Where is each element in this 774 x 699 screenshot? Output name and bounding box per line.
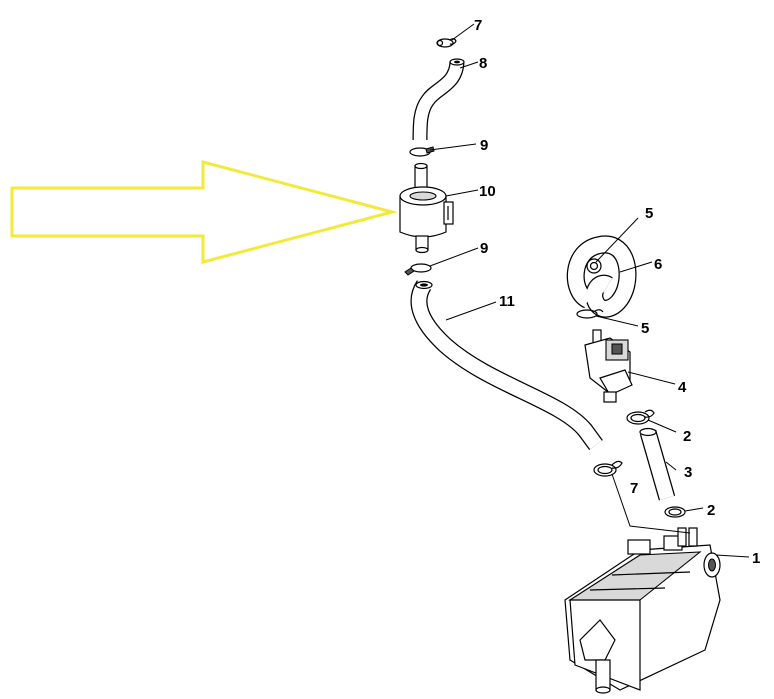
callout-10: 10 (479, 183, 496, 200)
callout-6: 6 (654, 256, 662, 273)
part-3-hose (639, 427, 676, 501)
part-1-canister (564, 527, 721, 694)
part-11-hose (410, 280, 603, 451)
part-8-hose (412, 58, 465, 141)
part-7-top-clamp (436, 38, 457, 48)
callout-5-upper: 5 (645, 205, 653, 222)
part-2-lower-clamp (664, 506, 686, 518)
part-7-lower-clamp (593, 460, 623, 477)
part-6-loop-hose (566, 235, 637, 318)
highlight-arrow-outline (10, 160, 398, 264)
leader-lines (429, 23, 750, 558)
callout-5-lower: 5 (641, 320, 649, 337)
part-5-upper-clamp (586, 258, 602, 274)
highlight-arrow (10, 160, 398, 264)
part-4-valve (584, 329, 633, 403)
callout-7-lower: 7 (630, 480, 638, 497)
callout-2-lower: 2 (707, 502, 715, 519)
callout-2-upper: 2 (683, 428, 691, 445)
part-2-upper-clamp (626, 409, 655, 425)
callout-3: 3 (684, 464, 692, 481)
callout-9-lower: 9 (480, 240, 488, 257)
callout-8: 8 (479, 55, 487, 72)
part-9-upper-clamp (409, 146, 435, 157)
callout-11: 11 (499, 293, 515, 310)
callout-1: 1 (752, 550, 760, 567)
callout-7-top: 7 (474, 17, 482, 34)
part-10-filter (399, 162, 454, 254)
callout-labels: 7 8 9 10 9 11 5 6 5 4 2 3 7 2 1 (474, 17, 760, 567)
callout-4: 4 (678, 379, 687, 396)
callout-9-upper: 9 (480, 137, 488, 154)
part-9-lower-clamp (404, 263, 432, 276)
part-5-lower-clamp (576, 309, 604, 319)
